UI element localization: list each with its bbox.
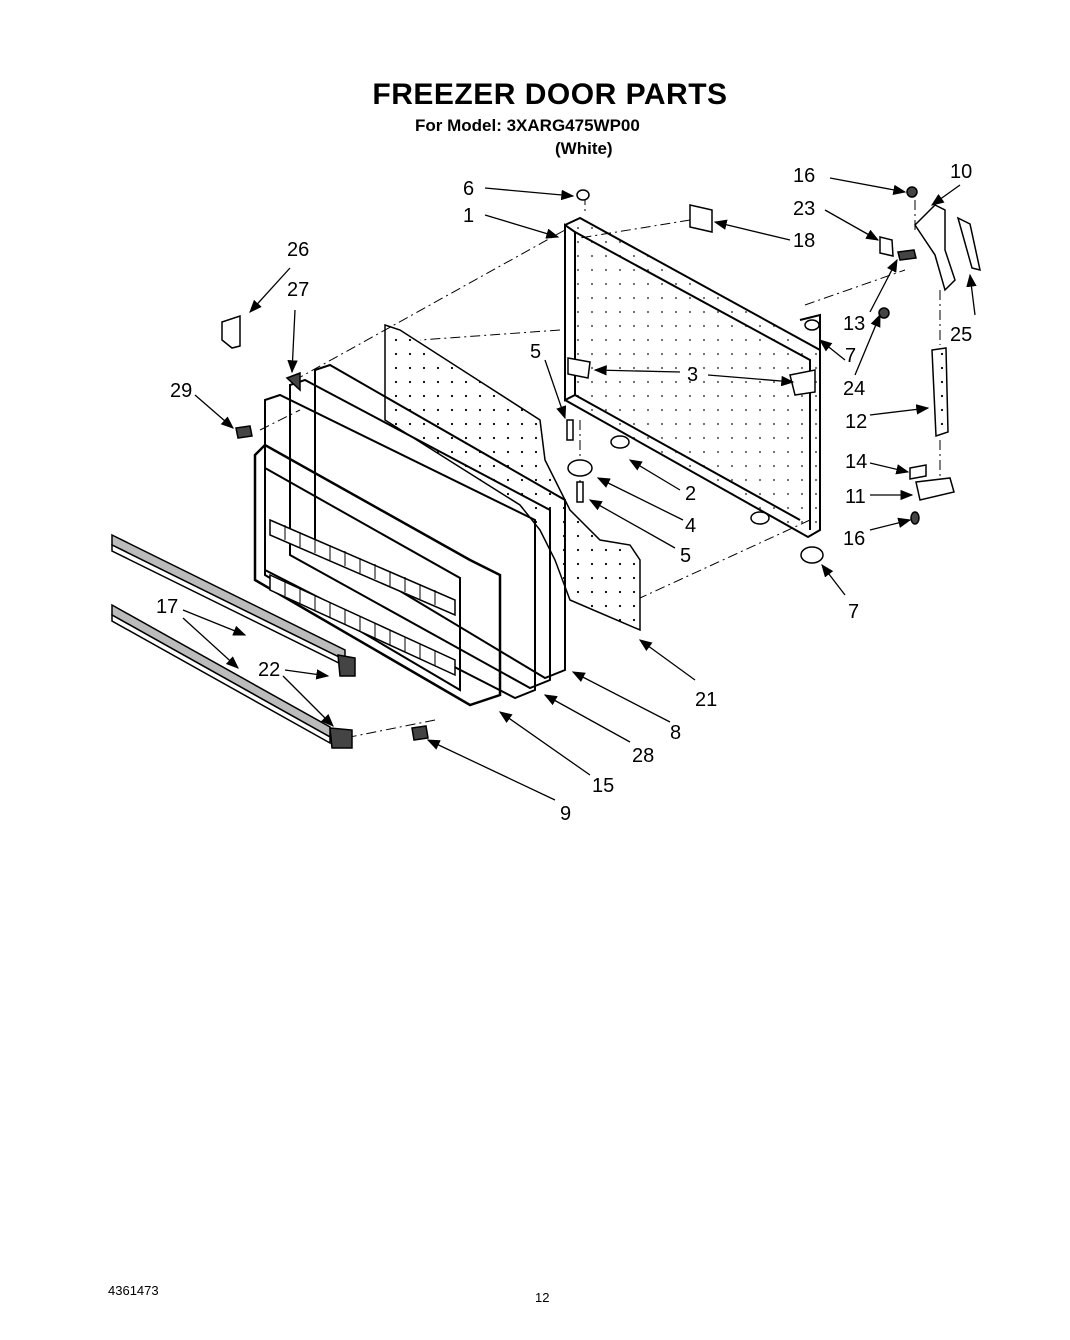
callout-5-bottom: 5 — [680, 545, 691, 567]
callout-4: 4 — [685, 515, 696, 537]
door-hinge-brackets — [566, 189, 824, 564]
callout-3: 3 — [687, 364, 698, 386]
callout-29: 29 — [170, 380, 192, 402]
callout-13: 13 — [843, 313, 865, 335]
callout-6: 6 — [463, 178, 474, 200]
page-title: FREEZER DOOR PARTS — [372, 78, 728, 111]
liner-shelf-ribs — [269, 518, 456, 677]
callout-24: 24 — [843, 378, 865, 400]
callout-21: 21 — [695, 689, 717, 711]
callout-5-top: 5 — [530, 341, 541, 363]
door-shelf-bars — [111, 533, 356, 749]
callout-labels: 6 1 18 16 10 23 13 25 7 24 12 14 11 16 7… — [156, 161, 972, 825]
callout-10: 10 — [950, 161, 972, 183]
inner-door-liner — [253, 363, 566, 707]
callout-leaders — [182, 177, 977, 801]
callout-14: 14 — [845, 451, 867, 473]
callout-28: 28 — [632, 745, 654, 767]
callout-2: 2 — [685, 483, 696, 505]
outer-door-panel — [564, 216, 821, 539]
small-parts — [221, 186, 981, 741]
callout-27: 27 — [287, 279, 309, 301]
callout-11: 11 — [845, 486, 866, 508]
callout-12: 12 — [845, 411, 867, 433]
callout-1: 1 — [463, 205, 474, 227]
callout-15: 15 — [592, 775, 614, 797]
callout-26: 26 — [287, 239, 309, 261]
callout-7-top: 7 — [845, 345, 856, 367]
callout-16-top: 16 — [793, 165, 815, 187]
callout-16-bottom: 16 — [843, 528, 865, 550]
document-number: 4361473 — [108, 1283, 159, 1298]
insulation-panel — [384, 323, 641, 632]
model-line: For Model: 3XARG475WP00 — [415, 116, 640, 135]
color-line: (White) — [555, 139, 613, 158]
callout-23: 23 — [793, 198, 815, 220]
page-number: 12 — [535, 1290, 550, 1305]
callout-8: 8 — [670, 722, 681, 744]
callout-22: 22 — [258, 659, 280, 681]
callout-17: 17 — [156, 596, 178, 618]
callout-7-bottom: 7 — [848, 601, 859, 623]
callout-25: 25 — [950, 324, 972, 346]
callout-18: 18 — [793, 230, 815, 252]
callout-9: 9 — [560, 803, 571, 825]
